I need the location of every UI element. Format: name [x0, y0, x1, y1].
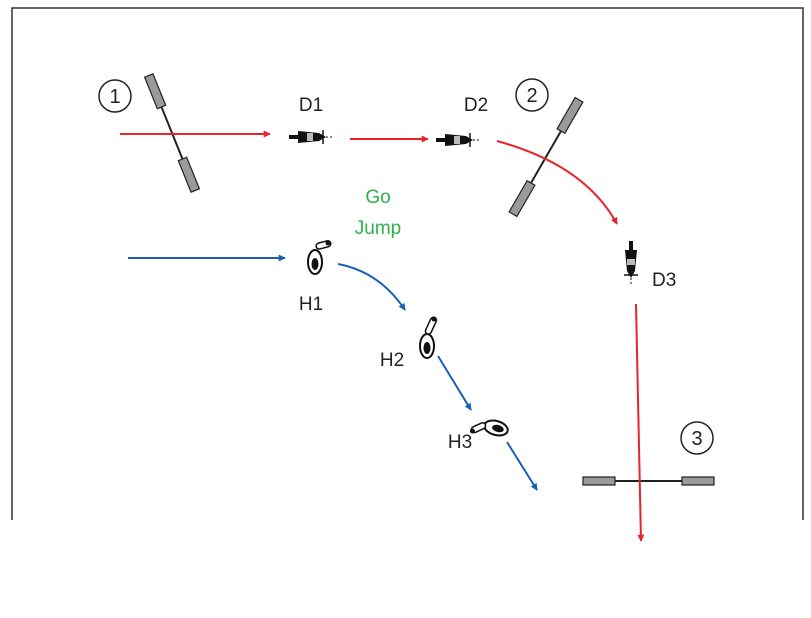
- dog-d2-icon: [436, 133, 480, 147]
- handler-h1-label: H1: [299, 294, 323, 315]
- dog-d3-label: D3: [652, 270, 676, 291]
- svg-text:2: 2: [526, 85, 537, 107]
- jump-2-number: 2: [515, 78, 549, 112]
- handler-h3-label: H3: [448, 432, 472, 453]
- dog-d1-label: D1: [299, 95, 323, 116]
- dog-d2-label: D2: [464, 95, 488, 116]
- jump-1-number: 1: [98, 79, 132, 113]
- jump-3: [582, 476, 715, 486]
- handler-h3-icon: [469, 419, 509, 437]
- dog-path-segment-3: [496, 140, 618, 225]
- handler-path-segment-2: [337, 263, 406, 311]
- cue-go-label: Go: [365, 187, 390, 208]
- jump-2: [508, 96, 584, 218]
- handler-h1-icon: [307, 239, 332, 275]
- jump-1: [143, 73, 201, 193]
- dog-d1-icon: [289, 130, 333, 144]
- svg-text:1: 1: [109, 86, 120, 108]
- dog-path-segment-4: [635, 303, 645, 542]
- diagram-border: [11, 7, 804, 520]
- cue-jump-label: Jump: [355, 218, 401, 239]
- handler-h2-icon: [419, 316, 438, 359]
- handler-path-segment-3: [437, 355, 472, 411]
- svg-text:3: 3: [691, 428, 702, 450]
- dog-d3-icon: [624, 241, 638, 285]
- handler-path-segment-4: [506, 441, 538, 491]
- handler-h2-label: H2: [380, 350, 404, 371]
- jump-3-number: 3: [680, 421, 714, 455]
